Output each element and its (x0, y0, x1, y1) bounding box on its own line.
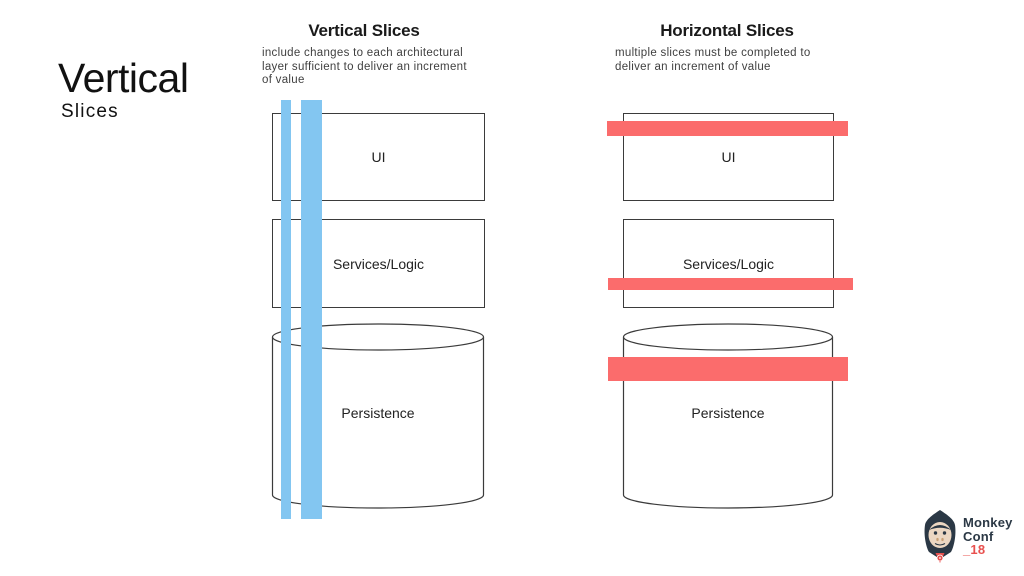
logo-word-monkey: Monkey (963, 515, 1013, 530)
caption-line: layer sufficient to deliver an increment (262, 60, 467, 73)
caption-line: include changes to each architectural (262, 47, 463, 59)
monkeyconf-logo: Monkey Conf _18 (919, 509, 1019, 569)
horizontal-slice-bar-persistence (608, 357, 848, 381)
vertical-slice-bar-wide (301, 100, 322, 519)
services-layer-label: Services/Logic (682, 255, 775, 272)
vertical-slices-caption: include changes to each architectural la… (262, 47, 467, 88)
page-subtitle: Slices (61, 101, 119, 122)
logo-text: Monkey Conf _18 (963, 516, 1013, 557)
caption-line: of value (262, 74, 305, 86)
persistence-layer-label: Persistence (341, 404, 415, 421)
horizontal-slice-bar-services (608, 278, 853, 290)
caption-line: deliver an increment of value (615, 60, 771, 73)
page-title: Vertical (58, 55, 189, 101)
vertical-slices-title: Vertical Slices (308, 21, 420, 40)
persistence-layer-label: Persistence (691, 404, 765, 421)
gorilla-icon (924, 510, 956, 563)
caption-line: multiple slices must be completed to (615, 47, 811, 59)
logo-year: _18 (963, 542, 986, 557)
right-services-layer-box: Services/Logic (623, 219, 834, 308)
logo-word-conf: Conf (963, 528, 994, 544)
ui-layer-label: UI (721, 149, 736, 165)
services-layer-label: Services/Logic (332, 255, 425, 272)
right-persistence-cylinder: Persistence (622, 323, 834, 509)
ui-layer-label: UI (371, 149, 386, 165)
horizontal-slices-caption: multiple slices must be completed to del… (615, 47, 811, 74)
horizontal-slices-title: Horizontal Slices (660, 21, 794, 40)
vertical-slice-bar-narrow (281, 100, 291, 519)
horizontal-slice-bar-ui (607, 121, 848, 136)
